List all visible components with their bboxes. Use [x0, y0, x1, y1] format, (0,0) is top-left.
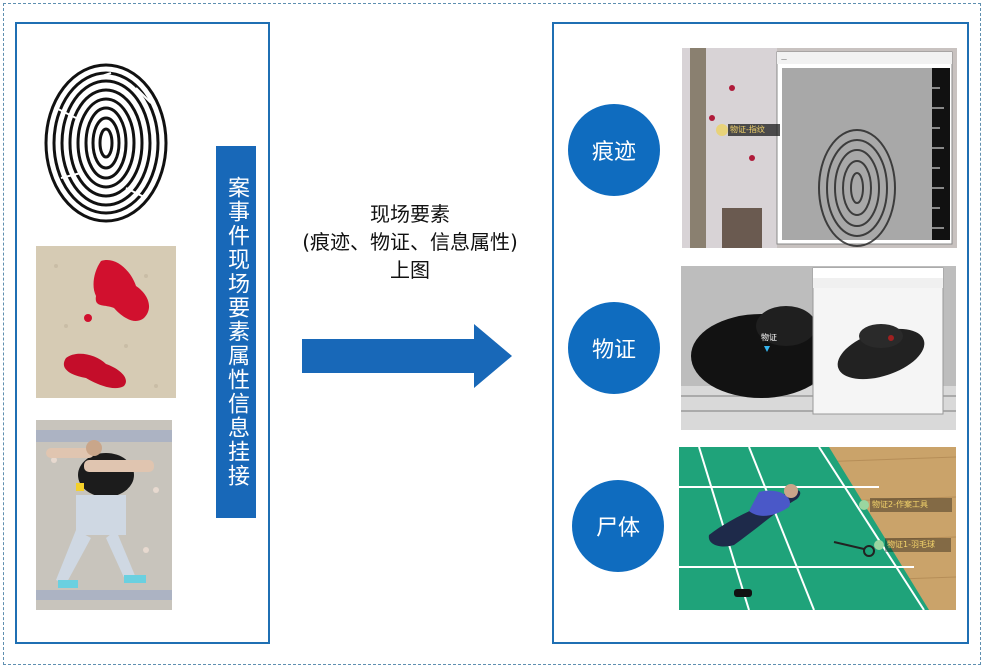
body-scene-tag-tool: 物证2-作案工具: [872, 500, 928, 509]
caption-line-3: 上图: [390, 258, 430, 282]
evidence-scene-tag: 物证: [761, 333, 777, 342]
caption-line-2: (痕迹、物证、信息属性): [302, 230, 518, 254]
right-arrow-icon: [302, 324, 512, 388]
body-scene-tag-shuttlecock: 物证1-羽毛球: [887, 540, 935, 549]
blood-stain-image: [36, 246, 176, 398]
category-circle-evidence: 物证: [568, 302, 660, 394]
evidence-scene-image: 物证: [681, 266, 956, 430]
svg-text:—: —: [781, 56, 787, 63]
fingerprint-image: [36, 48, 176, 228]
center-caption: 现场要素 (痕迹、物证、信息属性) 上图: [275, 200, 545, 284]
trace-scene-image: — 物证-指纹: [682, 48, 957, 248]
category-circle-trace: 痕迹: [568, 104, 660, 196]
body-scene-image: [36, 420, 172, 610]
vertical-label: 案事件现场要素属性信息挂接: [216, 146, 256, 518]
category-circle-body: 尸体: [572, 480, 664, 572]
diagram-frame: [3, 3, 981, 665]
trace-scene-tag: 物证-指纹: [730, 125, 765, 134]
caption-line-1: 现场要素: [370, 202, 450, 226]
body-court-scene-image: 物证2-作案工具 物证1-羽毛球: [679, 447, 956, 610]
